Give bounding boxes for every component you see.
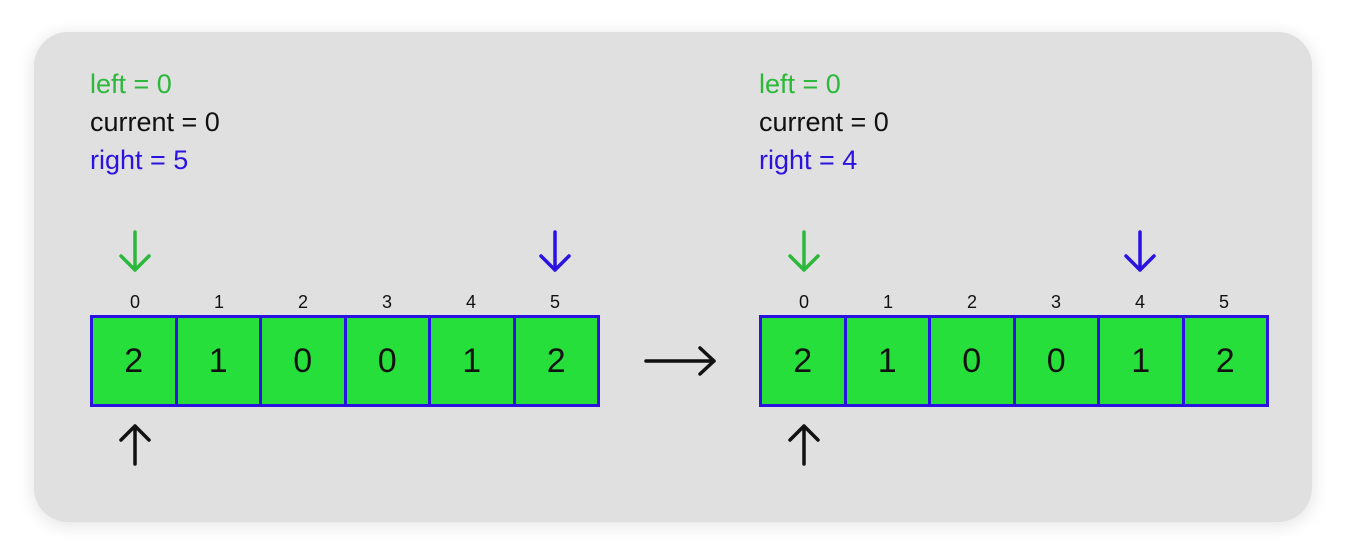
variable-list: left = 0 current = 0 right = 4 [759,65,889,179]
array-cell: 0 [262,318,347,404]
left-pointer-arrow-down-icon [119,230,151,272]
index-label: 5 [549,292,560,312]
right-pointer-arrow-down-icon [1124,230,1156,272]
index-label: 3 [381,292,392,312]
index-labels: 0 1 2 3 4 5 [759,292,1269,314]
diagram-card: left = 0 current = 0 right = 5 0 1 2 3 4… [34,32,1312,522]
index-labels: 0 1 2 3 4 5 [90,292,600,314]
right-variable: right = 4 [759,145,858,175]
array-cell: 1 [431,318,516,404]
array: 2 1 0 0 1 2 [90,315,600,407]
index-label: 0 [798,292,809,312]
index-label: 0 [129,292,140,312]
index-label: 4 [1134,292,1145,312]
left-pointer-arrow-down-icon [788,230,820,272]
index-label: 2 [297,292,308,312]
array-cell: 1 [178,318,262,404]
variable-list: left = 0 current = 0 right = 5 [90,65,220,179]
array-cell: 0 [1016,318,1100,404]
array-cell: 1 [1100,318,1185,404]
array-cell: 2 [1215,341,1235,380]
current-variable: current = 0 [90,107,220,137]
index-label: 1 [213,292,224,312]
array: 2 1 0 0 1 2 [759,315,1269,407]
index-label: 1 [882,292,893,312]
array-cell: 2 [762,318,847,404]
index-label: 2 [966,292,977,312]
left-variable: left = 0 [90,69,172,99]
array-cell: 0 [931,318,1016,404]
index-label: 3 [1050,292,1061,312]
right-variable: right = 5 [90,145,189,175]
index-label: 4 [465,292,476,312]
left-variable: left = 0 [759,69,841,99]
current-pointer-arrow-up-icon [788,424,820,466]
array-cell: 2 [93,318,178,404]
right-pointer-arrow-down-icon [539,230,571,272]
current-variable: current = 0 [759,107,889,137]
index-label: 5 [1218,292,1229,312]
arrow-right-icon [644,346,716,376]
array-cell: 2 [546,341,566,380]
after-state-panel: left = 0 current = 0 right = 4 0 1 2 3 4… [759,32,1279,522]
array-cell: 0 [347,318,431,404]
current-pointer-arrow-up-icon [119,424,151,466]
before-state-panel: left = 0 current = 0 right = 5 0 1 2 3 4… [90,32,610,522]
array-cell: 1 [847,318,931,404]
